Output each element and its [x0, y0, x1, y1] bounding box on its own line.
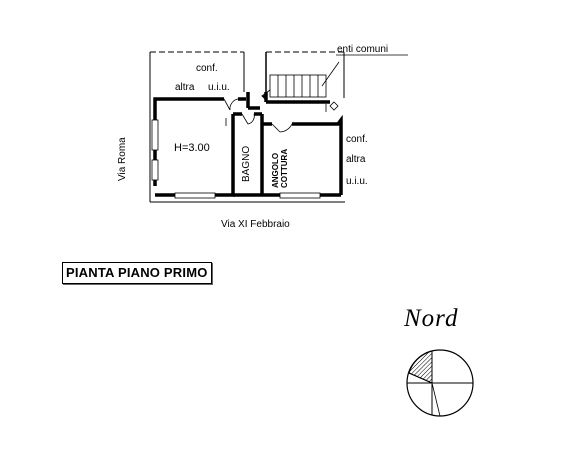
- stairs: [261, 61, 340, 100]
- neighbor-left-line-1: conf.: [196, 63, 218, 74]
- north-compass-icon: [406, 349, 474, 417]
- kitchen-label-line-1: ANGOLO: [271, 153, 280, 188]
- plan-title: PIANTA PIANO PRIMO: [62, 262, 212, 284]
- door-swings: [223, 98, 327, 133]
- neighbor-right-line-2: altra: [346, 154, 366, 165]
- common-areas-label: enti comuni: [337, 44, 388, 55]
- plan-labels: conf. altra u.i.u. enti comuni H=3.00 BA…: [117, 44, 408, 230]
- neighbor-right-line-3: u.i.u.: [346, 176, 368, 187]
- kitchen-label-line-2: COTTURA: [280, 149, 289, 188]
- street-south-label: Via XI Febbraio: [221, 219, 290, 230]
- windows: [151, 119, 321, 199]
- street-west-label: Via Roma: [117, 137, 128, 181]
- neighbor-right-line-1: conf.: [346, 134, 368, 145]
- north-label: Nord: [404, 305, 459, 332]
- neighbor-left-line-2: altra: [175, 82, 195, 93]
- bathroom-label: BAGNO: [241, 146, 252, 182]
- neighbor-left-line-3: u.i.u.: [208, 82, 230, 93]
- ceiling-height-label: H=3.00: [174, 142, 210, 154]
- boundary-lines: [149, 51, 345, 203]
- landing-marker: [329, 101, 339, 111]
